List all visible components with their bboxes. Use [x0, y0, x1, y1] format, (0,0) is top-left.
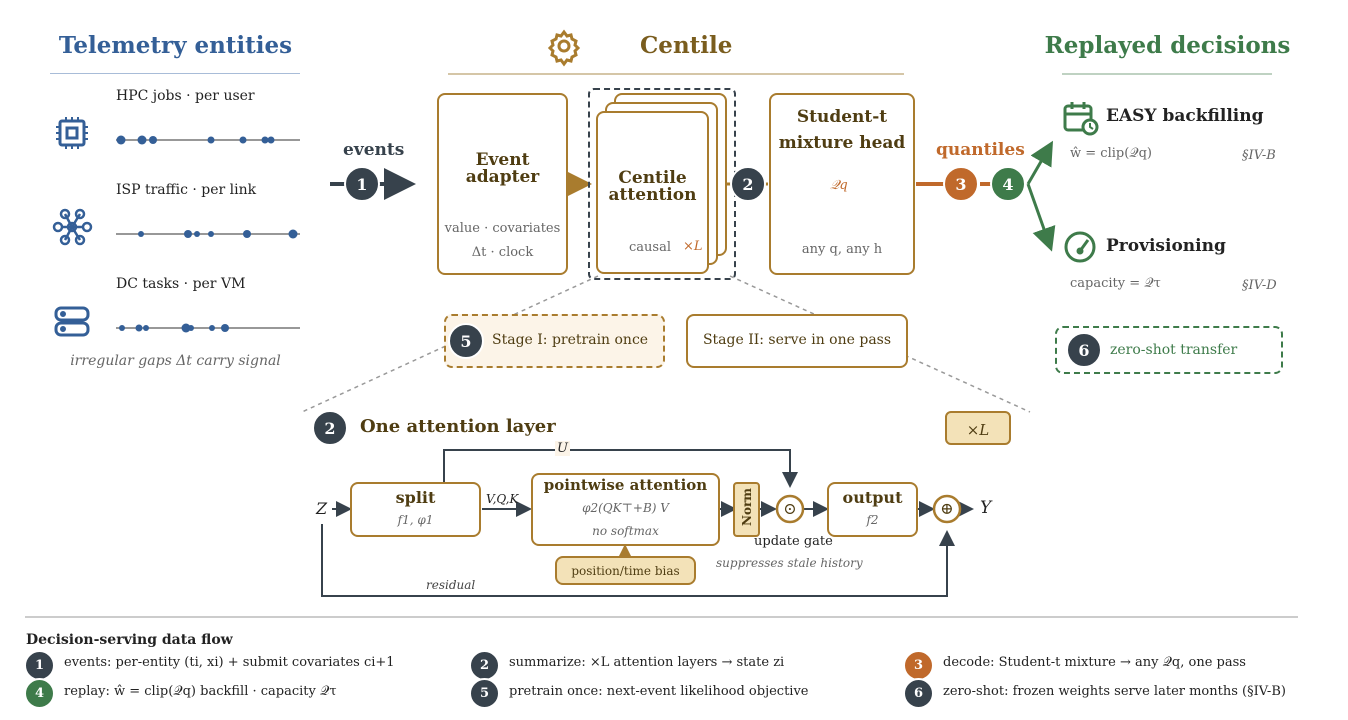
pointwise-attention-box — [531, 473, 720, 546]
easy-backfilling-ref: §IV-B — [1242, 148, 1276, 163]
provisioning-title: Provisioning — [1106, 236, 1226, 256]
legend-badge-5: 5 — [469, 678, 500, 709]
student-t-head-sub: any q, any h — [801, 242, 883, 257]
legend-title: Decision-serving data flow — [26, 632, 233, 648]
easy-backfilling-formula: ŵ = clip(𝒬q) — [1070, 146, 1153, 161]
pointwise-attention-formula: φ2(QK⊤+B) V — [582, 501, 669, 515]
attention-layer-title: One attention layer — [360, 416, 556, 437]
legend-badge-4: 4 — [24, 678, 55, 709]
telemetry-row-hpc-label: HPC jobs · per user — [116, 88, 255, 104]
centile-attention-times-l: ×L — [683, 239, 703, 254]
calendar-clock-icon — [1063, 102, 1099, 136]
update-gate-symbol: ⊙ — [783, 499, 797, 518]
pointwise-attention-note: no softmax — [592, 524, 659, 538]
split-box — [350, 482, 481, 537]
provisioning-formula: capacity = 𝒬τ — [1070, 276, 1161, 291]
legend-item-6: zero-shot: frozen weights serve later mo… — [943, 684, 1286, 699]
update-gate-note: suppresses stale history — [716, 556, 863, 570]
centile-attention-title-2: attention — [608, 185, 697, 205]
cpu-chip-icon — [56, 117, 88, 149]
norm-box — [733, 482, 760, 537]
quantiles-label: quantiles — [936, 140, 1025, 160]
events-label: events — [343, 140, 405, 160]
legend-item-5: pretrain once: next-event likelihood obj… — [509, 684, 809, 699]
centile-attention-sub: causal — [629, 240, 671, 255]
residual-add-symbol: ⊕ — [940, 499, 954, 518]
output-y: Y — [980, 498, 992, 518]
position-time-bias-box: position/time bias — [555, 556, 696, 585]
legend-item-4: replay: ŵ = clip(𝒬q) backfill · capacity… — [64, 684, 337, 699]
legend-item-1: events: per-entity (ti, xi) + submit cov… — [64, 655, 395, 670]
output-box — [827, 482, 918, 537]
output-sub: f2 — [866, 513, 879, 527]
layer-badge-2: 2 — [312, 410, 348, 446]
telemetry-title: Telemetry entities — [58, 32, 293, 59]
timeline-hpc — [116, 135, 300, 145]
badge-6: 6 — [1066, 332, 1102, 368]
legend-badge-1: 1 — [24, 650, 55, 681]
timeline-isp — [116, 229, 300, 239]
badge-2: 2 — [730, 166, 766, 202]
legend-badge-3: 3 — [903, 650, 934, 681]
telemetry-caption: irregular gaps Δt carry signal — [70, 353, 281, 369]
event-adapter-title-1: Event — [475, 150, 530, 170]
network-graph-icon — [52, 208, 93, 246]
legend-badge-2: 2 — [469, 650, 500, 681]
quantile-marker-label: 𝒬q — [830, 178, 848, 193]
input-z: Z — [316, 499, 328, 518]
update-gate-label: update gate — [754, 534, 833, 549]
badge-1: 1 — [344, 166, 380, 202]
legend-badge-6: 6 — [903, 678, 934, 709]
split-sub: f1, φ1 — [397, 513, 434, 527]
provisioning-ref: §IV-D — [1242, 278, 1277, 293]
timeline-dc — [116, 323, 300, 333]
badge-5: 5 — [448, 323, 484, 359]
stage-1-label: Stage I: pretrain once — [492, 332, 649, 348]
telemetry-row-dc-label: DC tasks · per VM — [116, 276, 246, 292]
event-adapter-line-1: value · covariates — [444, 221, 561, 236]
easy-backfilling-title: EASY backfilling — [1106, 106, 1264, 126]
badge-4: 4 — [990, 166, 1026, 202]
badge-3: 3 — [943, 166, 979, 202]
legend-item-3: decode: Student-t mixture → any 𝒬q, one … — [943, 655, 1246, 670]
centile-title: Centile — [640, 32, 733, 59]
u-label: U — [555, 441, 570, 456]
centile-attention-title-1: Centile — [618, 168, 687, 188]
pointwise-attention-title: pointwise attention — [543, 476, 708, 494]
student-t-head-title-1: Student-t — [796, 107, 888, 127]
gauge-icon — [1064, 231, 1096, 263]
server-icon — [54, 306, 90, 337]
residual-label: residual — [426, 578, 476, 592]
layer-times-l-badge: ×L — [945, 411, 1011, 445]
legend-item-2: summarize: ×L attention layers → state z… — [509, 655, 785, 670]
event-adapter-box — [437, 93, 568, 275]
student-t-head-box — [769, 93, 915, 275]
output-title: output — [842, 488, 903, 507]
telemetry-row-isp-label: ISP traffic · per link — [116, 182, 257, 198]
stage-2-label: Stage II: serve in one pass — [702, 332, 892, 348]
replayed-title: Replayed decisions — [1044, 32, 1291, 59]
event-adapter-line-2: Δt · clock — [471, 245, 534, 260]
gear-icon — [547, 29, 581, 67]
vqk-label: V,Q,K — [486, 492, 519, 506]
stage-2-box — [686, 314, 908, 368]
centile-attention-box — [596, 111, 709, 274]
event-adapter-title-2: adapter — [465, 167, 540, 187]
student-t-head-title-2: mixture head — [778, 133, 906, 153]
zero-shot-label: zero-shot transfer — [1110, 342, 1238, 358]
norm-label: Norm — [740, 488, 754, 526]
split-title: split — [395, 488, 436, 507]
